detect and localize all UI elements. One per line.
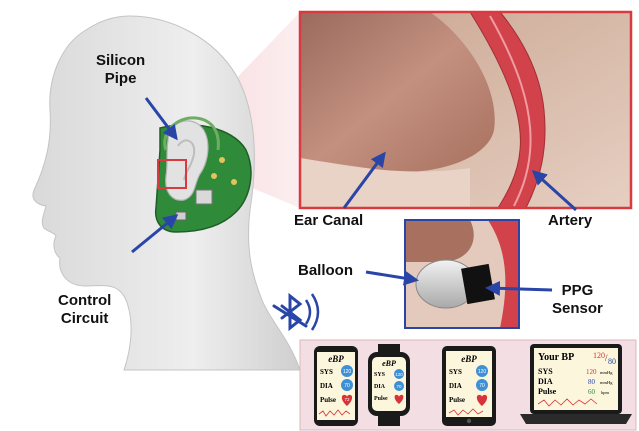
circuit-chip — [196, 190, 212, 204]
watch-title: eBP — [382, 359, 396, 368]
phone-dia-label: DIA — [320, 382, 333, 390]
watch-dia-label: DIA — [374, 384, 386, 390]
laptop-base — [520, 414, 632, 424]
circuit-pad — [211, 173, 217, 179]
smartphone: eBP SYS 120 DIA 70 Pulse 72 — [314, 346, 358, 426]
balloon-label: Balloon — [298, 262, 353, 280]
ear-canal-magnified-view — [300, 12, 631, 208]
tablet-title: eBP — [461, 354, 477, 364]
phone-sys-label: SYS — [320, 368, 333, 376]
ppg-sensor-label: PPG Sensor — [552, 282, 603, 318]
laptop-dia-unit: mmHg — [600, 380, 613, 385]
circuit-chip-small — [176, 212, 186, 220]
phone-sys-value: 120 — [343, 369, 352, 375]
laptop-pulse-label: Pulse — [538, 387, 557, 396]
watch-pulse-label: Pulse — [374, 396, 388, 402]
laptop-dia-label: DIA — [538, 377, 553, 386]
bluetooth-off-icon — [274, 296, 306, 328]
laptop-bp-sys: 120 — [593, 351, 605, 360]
laptop-title: Your BP — [538, 352, 574, 363]
sensor-inset-view — [405, 220, 519, 328]
wireless-signal-icon — [306, 294, 318, 330]
phone-pulse-value: 72 — [344, 397, 350, 402]
laptop-sys-value: 120 — [586, 368, 597, 376]
tablet-dia-value: 70 — [479, 383, 485, 389]
laptop-sys-label: SYS — [538, 367, 553, 376]
control-circuit-label: Control Circuit — [58, 292, 111, 328]
phone-dia-value: 70 — [344, 383, 350, 389]
phone-pulse-label: Pulse — [320, 396, 336, 404]
tablet-home-button — [467, 419, 471, 423]
artery-label: Artery — [548, 212, 592, 230]
phone-title: eBP — [328, 354, 344, 364]
laptop: Your BP 120 / 80 SYS 120 mmHg DIA 80 mmH… — [520, 344, 632, 424]
laptop-pulse-value: 60 — [588, 388, 596, 396]
tablet-dia-label: DIA — [449, 382, 462, 390]
circuit-pad — [219, 157, 225, 163]
tablet-sys-label: SYS — [449, 368, 462, 376]
watch-sys-label: SYS — [374, 372, 386, 378]
smartwatch: eBP SYS 120 DIA 70 Pulse — [368, 344, 410, 426]
tablet-pulse-label: Pulse — [449, 396, 465, 404]
tablet-sys-value: 120 — [478, 369, 487, 375]
circuit-pad — [231, 179, 237, 185]
laptop-dia-value: 80 — [588, 378, 596, 386]
silicon-pipe-label: Silicon Pipe — [96, 52, 145, 88]
tablet: eBP SYS 120 DIA 70 Pulse — [442, 346, 496, 426]
laptop-bp-dia: 80 — [608, 357, 616, 366]
ear-canal-label: Ear Canal — [294, 212, 363, 230]
laptop-sys-unit: mmHg — [600, 370, 613, 375]
watch-dia-value: 70 — [396, 384, 402, 389]
laptop-pulse-unit: bpm — [601, 390, 610, 395]
watch-sys-value: 120 — [395, 372, 403, 377]
